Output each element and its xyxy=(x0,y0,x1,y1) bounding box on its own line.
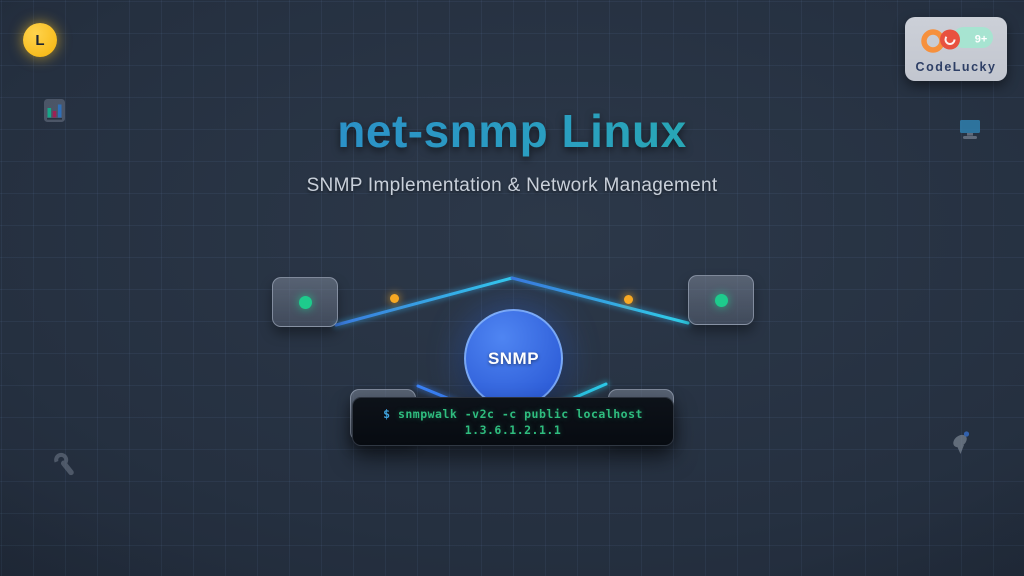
device-node-top-right xyxy=(688,275,754,325)
hub-label: SNMP xyxy=(487,348,540,368)
satellite-dish-icon xyxy=(949,428,975,461)
status-dot xyxy=(714,293,728,307)
terminal-prompt: $ xyxy=(383,406,391,421)
terminal-command: snmpwalk -v2c -c public localhost xyxy=(397,406,643,421)
packet-dot-right xyxy=(624,295,633,304)
status-dot xyxy=(298,295,312,309)
wrench-icon xyxy=(52,452,78,483)
terminal-snippet: $ snmpwalk -v2c -c public localhost 1.3.… xyxy=(352,397,674,446)
avatar: L xyxy=(23,23,57,57)
monitor-icon xyxy=(960,120,980,145)
page-subtitle: SNMP Implementation & Network Management xyxy=(306,175,718,196)
device-node-top-left xyxy=(272,277,338,327)
avatar-initial: L xyxy=(35,31,45,49)
terminal-line-1: $ snmpwalk -v2c -c public localhost xyxy=(383,406,643,422)
bar-chart-icon xyxy=(44,99,65,127)
infinity-logo-icon: 9+ xyxy=(921,27,993,53)
snmp-hub-node: SNMP xyxy=(464,309,563,408)
packet-dot-left xyxy=(390,294,399,303)
notification-badge: 9+ xyxy=(975,34,988,46)
terminal-oid: 1.3.6.1.2.1.1 xyxy=(464,422,562,437)
page-title: net-snmp Linux xyxy=(0,104,1024,158)
brand-card: 9+ CodeLucky xyxy=(905,17,1007,81)
brand-name: CodeLucky xyxy=(915,60,997,74)
